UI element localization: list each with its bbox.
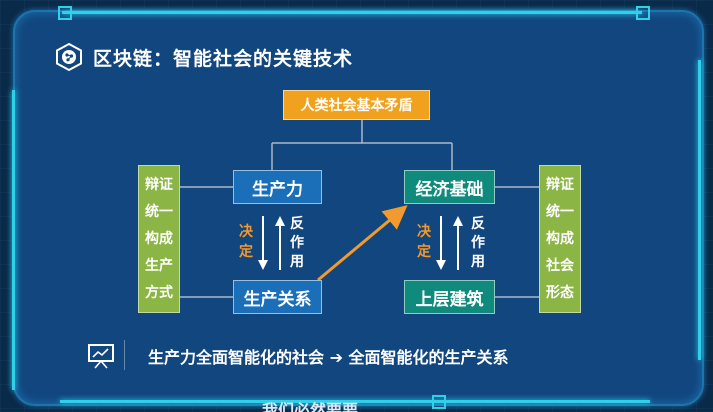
box-relations-of-production: 生产关系 [233, 280, 322, 314]
box-social-formation-line: 辩证 [546, 177, 574, 194]
content-panel [13, 10, 704, 406]
page-title: 区块链：智能社会的关键技术 [93, 48, 354, 70]
box-social-formation: 辩证 统一 构成 社会 形态 [539, 165, 581, 313]
label-char: 反 [471, 216, 485, 232]
label-char: 反 [290, 216, 304, 232]
box-mode-of-production-line: 构成 [145, 230, 173, 247]
label-char: 作 [290, 235, 304, 251]
label-char: 定 [417, 244, 431, 260]
label-char: 定 [239, 244, 253, 260]
frame-accent-bottom [60, 400, 650, 403]
frame-accent-left [12, 90, 15, 390]
label-reacts-left: 反 作 用 [289, 215, 305, 272]
label-char: 作 [471, 235, 485, 251]
box-mode-of-production-line: 辩证 [145, 177, 173, 194]
blockchain-logo-icon [54, 42, 84, 72]
label-reacts-right: 反 作 用 [470, 215, 486, 272]
next-section-text: 我们必然要要 [262, 401, 359, 412]
label-char: 用 [290, 254, 304, 270]
box-mode-of-production-line: 统一 [145, 204, 173, 221]
box-basic-contradiction: 人类社会基本矛盾 [283, 90, 430, 120]
label-determines-right: 决 定 [416, 222, 432, 262]
box-social-formation-line: 构成 [546, 230, 574, 247]
summary-text: 生产力全面智能化的社会 ➔ 全面智能化的生产关系 [148, 348, 509, 367]
box-social-formation-line: 统一 [546, 204, 574, 221]
box-mode-of-production: 辩证 统一 构成 生产 方式 [138, 165, 180, 313]
box-mode-of-production-line: 方式 [145, 284, 173, 301]
box-productive-forces: 生产力 [233, 170, 322, 204]
label-char: 决 [239, 224, 253, 240]
presentation-chart-icon [86, 341, 116, 371]
frame-accent-right [698, 60, 701, 360]
divider [124, 340, 125, 370]
frame-accent-top-right [636, 6, 650, 20]
label-char: 决 [417, 224, 431, 240]
frame-accent-bottom-mark [432, 395, 446, 409]
box-mode-of-production-line: 生产 [145, 257, 173, 274]
box-superstructure: 上层建筑 [404, 280, 495, 314]
label-char: 用 [471, 254, 485, 270]
box-social-formation-line: 社会 [546, 257, 574, 274]
frame-accent-top-left [58, 6, 72, 20]
box-economic-base: 经济基础 [404, 170, 495, 204]
box-social-formation-line: 形态 [546, 284, 574, 301]
frame-accent-top [62, 11, 642, 14]
label-determines-left: 决 定 [238, 222, 254, 262]
